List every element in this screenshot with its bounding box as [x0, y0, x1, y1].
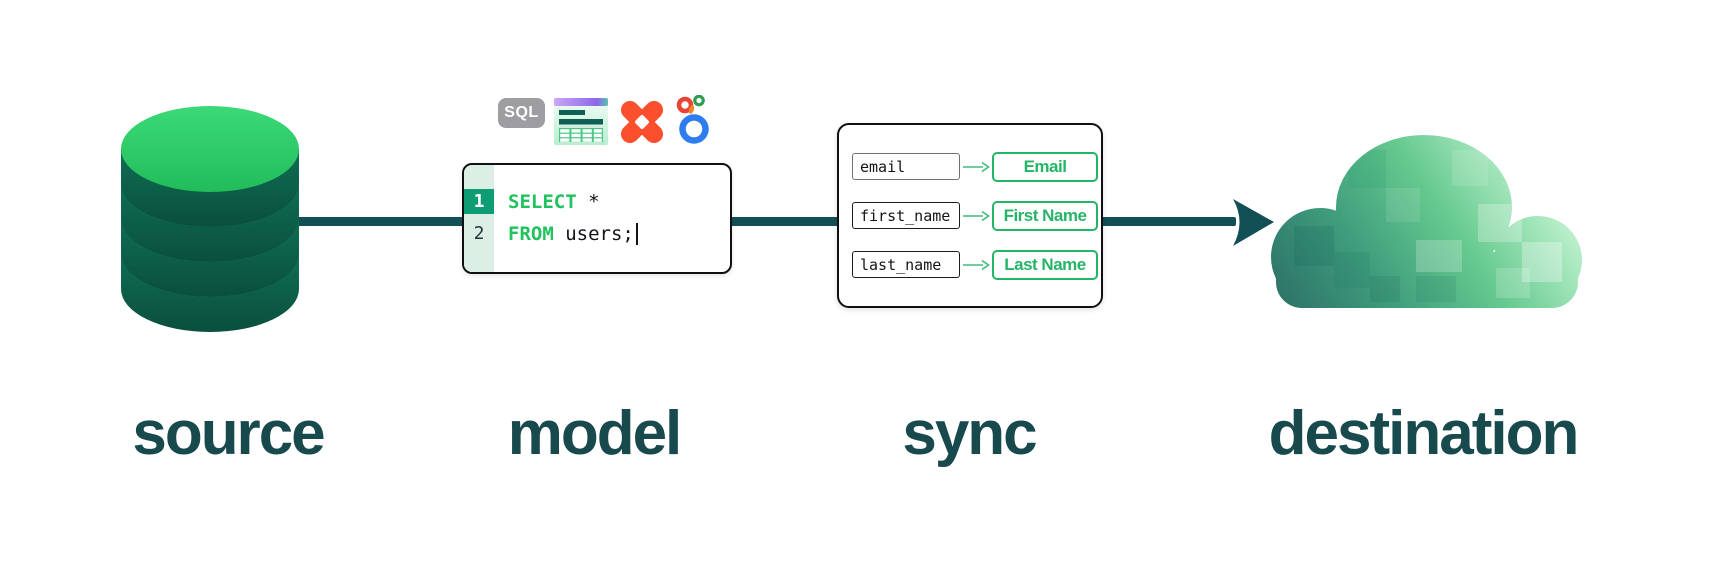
source-field-box: email — [852, 153, 960, 180]
source-field-label: email — [860, 157, 906, 176]
sql-keyword: SELECT — [508, 190, 577, 213]
sql-text: * — [576, 190, 600, 213]
field-mapping-row: email Email — [852, 151, 1101, 182]
destination-field-box: Email — [992, 151, 1098, 182]
stage-label-source: source — [132, 399, 325, 468]
sql-model-code-block: 1 2 SELECT * FROM users; — [462, 163, 732, 274]
destination-field-box: First Name — [992, 200, 1098, 231]
database-icon — [121, 106, 299, 332]
mapping-arrow-icon — [963, 161, 990, 172]
cloud-icon — [1271, 135, 1582, 308]
dbt-icon — [620, 100, 664, 144]
destination-field-label: First Name — [1003, 205, 1087, 225]
sync-mapping-box: email Email first_name First Name — [837, 123, 1103, 308]
looker-icon — [676, 95, 709, 144]
destination-field-box: Last Name — [992, 249, 1098, 280]
stage-label-destination: destination — [1268, 399, 1580, 468]
stage-label-model: model — [507, 399, 683, 468]
line-number-highlight: 1 — [464, 189, 494, 214]
source-field-box: last_name — [852, 251, 960, 278]
field-mapping-row: first_name First Name — [852, 200, 1101, 231]
line-number-2-cell: 2 — [464, 221, 494, 246]
code-line-2: FROM users; — [508, 221, 638, 246]
code-gutter — [464, 165, 494, 272]
spreadsheet-icon — [554, 98, 608, 145]
mapping-arrow-icon — [963, 259, 990, 270]
sql-text: users; — [553, 222, 634, 245]
mapping-arrow-icon — [963, 210, 990, 221]
text-cursor — [635, 222, 638, 245]
sql-keyword: FROM — [508, 222, 554, 245]
cloud-pixels — [1294, 150, 1562, 302]
destination-field-label: Email — [1023, 156, 1067, 176]
source-field-label: last_name — [860, 255, 942, 274]
source-field-label: first_name — [860, 206, 951, 225]
field-mapping-row: last_name Last Name — [852, 249, 1101, 280]
sql-badge: SQL — [498, 98, 545, 128]
code-line-1: SELECT * — [508, 189, 600, 214]
sql-badge-label: SQL — [504, 104, 539, 121]
line-number-2: 2 — [473, 223, 485, 244]
source-field-box: first_name — [852, 202, 960, 229]
line-number-1: 1 — [473, 191, 485, 212]
main-flow-arrow — [296, 199, 1274, 246]
stage-label-sync: sync — [902, 399, 1037, 468]
destination-field-label: Last Name — [1004, 254, 1086, 274]
